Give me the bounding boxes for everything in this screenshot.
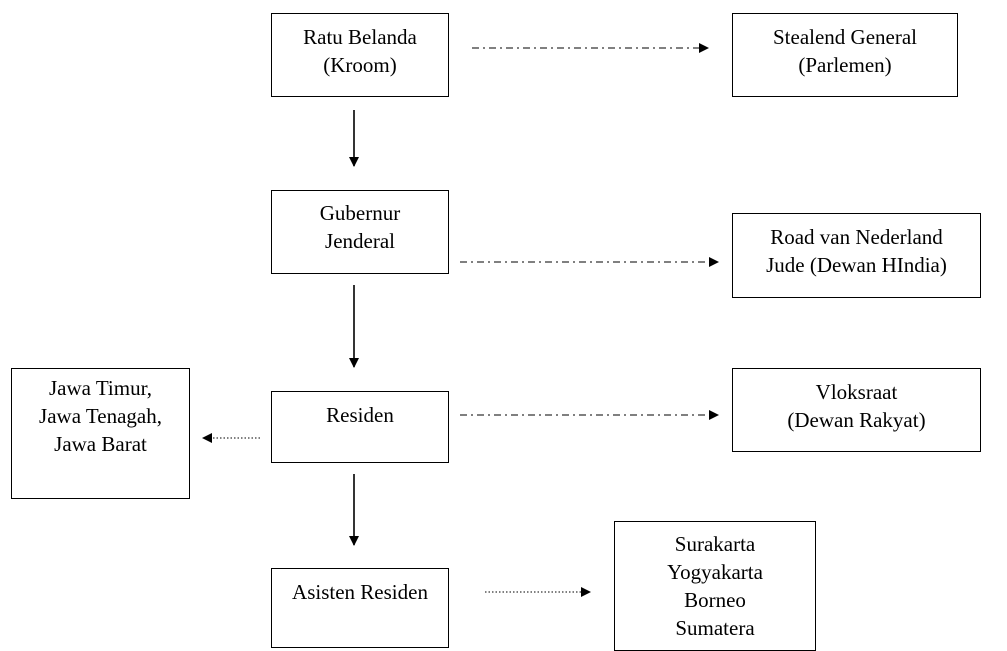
node-ratu-belanda: Ratu Belanda (Kroom): [271, 13, 449, 97]
node-gubernur-jenderal-line-1: Gubernur: [319, 201, 401, 225]
node-gubernur-jenderal: Gubernur Jenderal: [271, 190, 449, 274]
node-residen-line-1: Residen: [326, 403, 394, 427]
node-asisten-residen-line-1: Asisten Residen: [292, 580, 428, 604]
node-jawa-line-3: Jawa Barat: [54, 432, 147, 456]
node-road-van-nederland: Road van Nederland Jude (Dewan HIndia): [732, 213, 981, 298]
node-kota-line-2: Yogyakarta: [667, 560, 763, 584]
node-kota-line-4: Sumatera: [675, 616, 755, 640]
node-jawa: Jawa Timur, Jawa Tenagah, Jawa Barat: [11, 368, 190, 499]
node-ratu-belanda-line-2: (Kroom): [323, 53, 397, 77]
node-road-van-nederland-line-2: Jude (Dewan HIndia): [766, 253, 947, 277]
node-kota-line-3: Borneo: [684, 588, 746, 612]
node-kota-line-1: Surakarta: [674, 532, 756, 556]
node-ratu-belanda-line-1: Ratu Belanda: [303, 25, 417, 49]
node-gubernur-jenderal-line-2: Jenderal: [325, 229, 395, 253]
node-road-van-nederland-line-1: Road van Nederland: [770, 225, 943, 249]
node-vloksraat-line-2: (Dewan Rakyat): [787, 408, 926, 432]
node-residen: Residen: [271, 391, 449, 463]
node-stealend-general-line-2: (Parlemen): [798, 53, 892, 77]
node-vloksraat-line-1: Vloksraat: [815, 380, 898, 404]
node-asisten-residen: Asisten Residen: [271, 568, 449, 648]
node-stealend-general-line-1: Stealend General: [772, 25, 918, 49]
node-kota: Surakarta Yogyakarta Borneo Sumatera: [614, 521, 816, 651]
node-jawa-line-2: Jawa Tenagah,: [39, 404, 162, 428]
node-jawa-line-1: Jawa Timur,: [48, 376, 152, 400]
node-stealend-general: Stealend General (Parlemen): [732, 13, 958, 97]
diagram-edges: [202, 43, 719, 597]
node-vloksraat: Vloksraat (Dewan Rakyat): [732, 368, 981, 452]
